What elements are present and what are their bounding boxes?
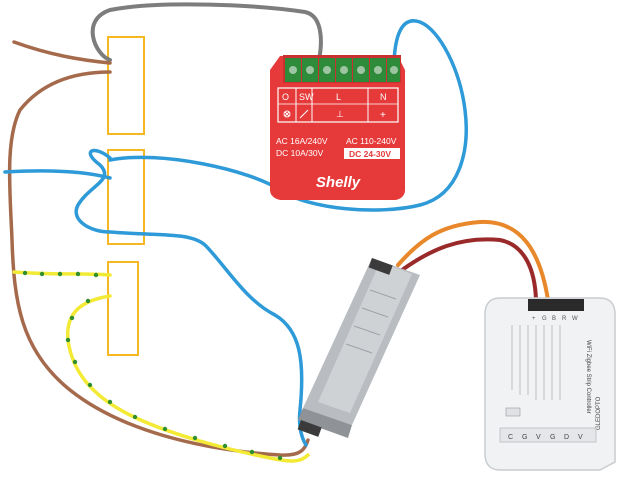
junction-box-middle [107,149,145,245]
svg-text:G: G [522,434,527,441]
relay-rating-right-1: AC 110-240V [346,136,397,146]
wire-blue-relay-loop [74,148,308,447]
junction-box-bottom [107,261,139,356]
controller-icon-box [505,407,521,417]
relay-terminal-block [285,58,400,82]
wire-brown-top [12,40,112,65]
relay-terminal-n: N [380,92,387,102]
controller-bottom-terminal [499,427,597,443]
wire-orange [396,219,550,302]
svg-text:C: C [508,434,513,441]
relay-rating-left-1: AC 16A/240V [276,136,328,146]
wire-yellow-dots [22,270,283,461]
wire-blue-left [3,169,112,180]
relay-plus-symbol: + [380,110,386,121]
svg-text:G: G [542,316,547,322]
wire-brown-long [7,70,310,457]
controller-bottom-labels: C G V G D V [508,434,583,441]
svg-text:+: + [532,316,536,322]
relay-terminal-l: L [336,92,341,102]
controller-spec-lines [511,325,561,400]
controller-model-label: WiFi Zigbee Strip Controller [585,340,591,414]
svg-text:R: R [562,316,567,322]
svg-text:V: V [578,434,583,441]
gledopto-controller: + G B R W WiFi Zigbee Strip Controller G… [484,297,616,471]
relay-brand-logo: Shelly [316,174,361,191]
power-supply [297,258,420,438]
relay-terminal-sw: SW [299,92,314,102]
controller-brand: GLEDOPTO [596,396,602,430]
relay-rating-right-2: DC 24-30V [349,149,391,159]
controller-terminal-labels: + G B R W [532,316,578,322]
wire-yellow-loop [66,294,310,463]
wire-gray [90,2,323,65]
wire-blue-relay-n [108,19,468,212]
svg-text:V: V [536,434,541,441]
svg-text:D: D [564,434,569,441]
svg-text:B: B [552,316,556,322]
svg-text:W: W [572,316,578,322]
svg-text:G: G [550,434,555,441]
junction-box-top [107,36,145,135]
controller-terminal-block [528,299,584,311]
relay-rating-left-2: DC 10A/30V [276,148,324,158]
relay-terminal-o: O [282,92,289,102]
relay-switch-icon [283,109,309,119]
wire-darkred [400,237,538,302]
shelly-relay: O SW L N ⊥ + AC 16A/240V DC 10A/30V AC 1… [270,55,405,200]
relay-ground-symbol: ⊥ [336,109,344,119]
